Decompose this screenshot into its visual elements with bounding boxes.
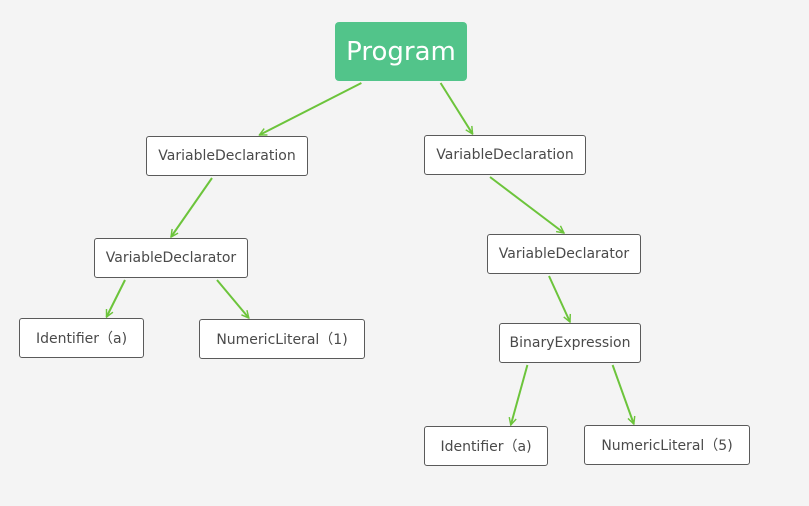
node-numeric-literal-right[interactable]: NumericLiteral（5) bbox=[584, 425, 750, 465]
node-variable-declaration-left[interactable]: VariableDeclaration bbox=[146, 136, 308, 176]
edge-var_declarator_1-to-identifier_1 bbox=[105, 279, 126, 317]
node-identifier-right[interactable]: Identifier（a) bbox=[424, 426, 548, 466]
edge-var_declarator_1-to-numeric_literal_1 bbox=[216, 279, 249, 318]
edge-binary_expression-to-identifier_2 bbox=[511, 364, 529, 425]
node-binary-expression[interactable]: BinaryExpression bbox=[499, 323, 641, 363]
edge-program-to-var_decl_2 bbox=[439, 82, 473, 134]
node-variable-declaration-right[interactable]: VariableDeclaration bbox=[424, 135, 586, 175]
edge-var_decl_1-to-var_declarator_1 bbox=[171, 177, 213, 237]
node-program[interactable]: Program bbox=[335, 22, 467, 81]
edge-var_decl_2-to-var_declarator_2 bbox=[489, 176, 564, 233]
node-numeric-literal-left[interactable]: NumericLiteral（1) bbox=[199, 319, 365, 359]
node-identifier-left[interactable]: Identifier（a) bbox=[19, 318, 144, 358]
node-variable-declarator-right[interactable]: VariableDeclarator bbox=[487, 234, 641, 274]
edge-binary_expression-to-numeric_literal_2 bbox=[611, 364, 634, 424]
node-variable-declarator-left[interactable]: VariableDeclarator bbox=[94, 238, 248, 278]
edge-program-to-var_decl_1 bbox=[259, 82, 362, 136]
edge-var_declarator_2-to-binary_expression bbox=[548, 275, 570, 322]
